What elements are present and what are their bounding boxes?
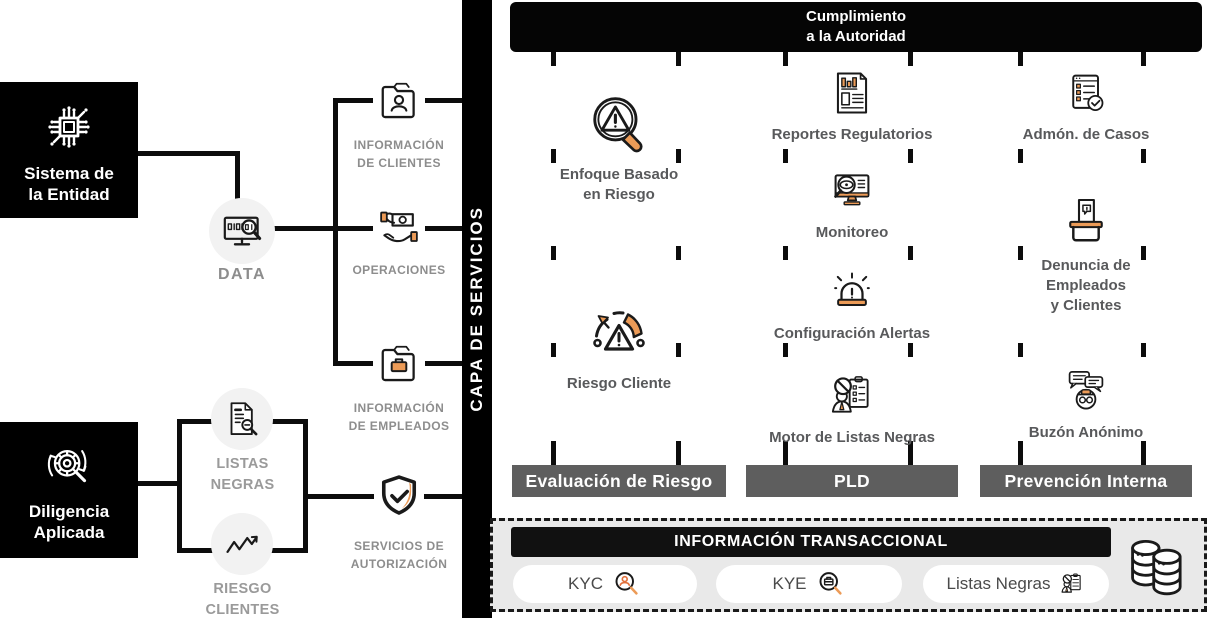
applied-diligence-label: Diligencia Aplicada (28, 501, 110, 542)
anonymous-chat-icon (1061, 366, 1111, 416)
kye-button[interactable]: KYE (716, 565, 902, 603)
trend-zigzag-icon (221, 523, 263, 565)
connector-line (273, 226, 336, 231)
service-row-label: INFORMACIÓN DE CLIENTES (353, 138, 445, 170)
compliance-item: Enfoque Basado en Riesgo (512, 92, 726, 205)
connector-line (306, 494, 374, 499)
connector-line (336, 361, 376, 366)
connector-stub (1018, 441, 1023, 465)
black-lists-label: LISTAS NEGRAS (210, 456, 275, 494)
applied-diligence-box: Diligencia Aplicada (0, 422, 138, 558)
lists-bottom-node (211, 513, 273, 575)
service-row-label: OPERACIONES (352, 263, 446, 277)
siren-icon (828, 269, 876, 317)
chip-icon (37, 95, 101, 159)
connector-line (423, 226, 463, 231)
case-search-icon (816, 569, 846, 599)
dashed-connector (676, 52, 681, 437)
connector-line (333, 98, 338, 366)
dashed-connector (1018, 52, 1023, 437)
connector-stub (1141, 441, 1146, 465)
folder-user-icon (373, 74, 425, 126)
folder-briefcase-icon (373, 337, 425, 389)
monitor-eye-icon (827, 166, 877, 216)
ballot-box-icon (1058, 193, 1114, 249)
service-row-label: INFORMACIÓN DE EMPLEADOS (348, 401, 450, 433)
column-footer-internal-prevention: Prevención Interna (980, 465, 1192, 497)
compliance-item: Motor de Listas Negras (746, 371, 958, 448)
service-row-label: SERVICIOS DE AUTORIZACIÓN (350, 539, 448, 571)
monitor-search-icon (217, 206, 267, 256)
transactional-header: INFORMACIÓN TRANSACCIONAL (511, 527, 1111, 557)
compliance-item: Denuncia de Empleados y Clientes (980, 193, 1192, 315)
services-layer-bar: CAPA DE SERVICIOS (462, 0, 492, 618)
user-search-icon (612, 569, 642, 599)
compliance-item: Reportes Regulatorios (746, 68, 958, 145)
document-search-icon (221, 398, 263, 440)
dashed-connector (1141, 52, 1146, 437)
connector-line (138, 151, 240, 156)
data-label: DATA (217, 266, 267, 283)
blacklist-person-icon (827, 371, 877, 421)
dashed-connector (551, 52, 556, 437)
compliance-header: Cumplimiento a la Autoridad (510, 2, 1202, 52)
dashed-connector (908, 52, 913, 437)
compliance-item: Configuración Alertas (746, 269, 958, 344)
compliance-item: Buzón Anónimo (980, 366, 1192, 443)
connector-line (423, 98, 463, 103)
client-risk-label: RIESGO CLIENTES (205, 581, 280, 618)
services-layer-label: CAPA DE SERVICIOS (467, 206, 486, 412)
compliance-item: Riesgo Cliente (512, 303, 726, 394)
database-icon (1121, 533, 1197, 607)
column-footer-risk-eval: Evaluación de Riesgo (512, 465, 726, 497)
shield-check-icon (374, 471, 424, 523)
connector-line (336, 98, 376, 103)
connector-stub (676, 441, 681, 465)
connector-line (235, 151, 240, 203)
compliance-item: Admón. de Casos (980, 70, 1192, 145)
blacklist-mini-icon (1059, 571, 1085, 597)
gear-search-icon (39, 437, 99, 497)
checklist-icon (1062, 70, 1110, 118)
connector-line (336, 226, 376, 231)
entity-system-label: Sistema de la Entidad (24, 163, 114, 204)
column-footer-pld: PLD (746, 465, 958, 497)
connector-line (423, 361, 463, 366)
gauge-warning-icon (585, 303, 653, 367)
connector-stub (908, 441, 913, 465)
lists-top-node (211, 388, 273, 450)
hand-money-icon (373, 202, 425, 254)
connector-line (138, 481, 179, 486)
connector-stub (551, 441, 556, 465)
compliance-item: Monitoreo (746, 166, 958, 243)
kyc-button[interactable]: KYC (513, 565, 697, 603)
search-warning-icon (586, 92, 652, 158)
connector-line (423, 494, 463, 499)
entity-system-box: Sistema de la Entidad (0, 82, 138, 218)
dashed-connector (783, 52, 788, 437)
connector-stub (783, 441, 788, 465)
transactional-info-panel: INFORMACIÓN TRANSACCIONAL KYC KYE Listas… (490, 518, 1207, 612)
report-chart-icon (827, 68, 877, 118)
data-node (209, 198, 275, 264)
black-lists-button[interactable]: Listas Negras (923, 565, 1109, 603)
